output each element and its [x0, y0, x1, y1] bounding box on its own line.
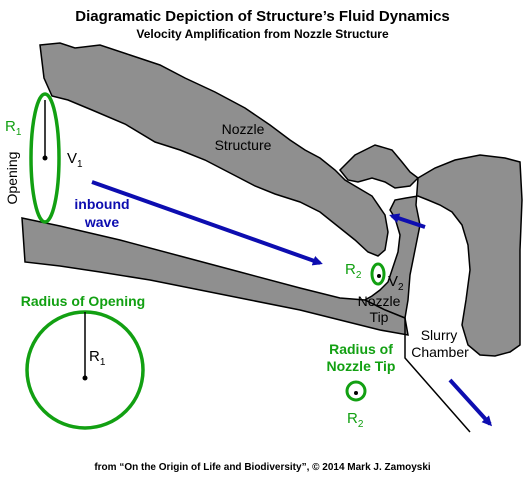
- label-inbound-1: inbound: [74, 196, 129, 212]
- label-v2: V2: [388, 273, 404, 293]
- nozzle-structure-lower: [21, 217, 409, 336]
- cap-flow-arrow: [389, 213, 426, 229]
- label-nozzle-tip-2: Tip: [370, 309, 389, 325]
- label-v1: V1: [67, 150, 83, 170]
- label-slurry-1: Slurry: [421, 327, 458, 343]
- label-r2-sub: 2: [356, 270, 362, 281]
- label-opening: Opening: [4, 152, 20, 205]
- label-radius-tip-1: Radius of: [329, 341, 393, 357]
- label-nozzle-structure-2: Structure: [215, 137, 272, 153]
- label-legend-r1-sub: 1: [100, 357, 106, 368]
- label-legend-r2-sub: 2: [358, 419, 364, 430]
- label-radius-opening: Radius of Opening: [21, 293, 145, 309]
- label-legend-r2: R2: [347, 410, 364, 430]
- label-nozzle-structure-1: Nozzle: [222, 121, 265, 137]
- label-r1: R1: [5, 118, 22, 138]
- legend-tip-center-dot: [354, 391, 358, 395]
- nozzle-tip-ellipse: [370, 262, 386, 286]
- inbound-wave-arrow: [91, 180, 323, 266]
- label-r1-sub: 1: [16, 127, 22, 138]
- diagram-title: Diagramatic Depiction of Structure’s Flu…: [75, 8, 450, 25]
- legend-opening-center-dot: [82, 375, 88, 381]
- label-r2: R2: [345, 261, 362, 281]
- label-v1-sub: 1: [77, 159, 83, 170]
- label-legend-r1-base: R: [89, 348, 100, 365]
- nozzle-structure-upper: [39, 42, 389, 257]
- nozzle-tip-center-dot: [377, 274, 381, 278]
- opening-ellipse: [29, 92, 61, 224]
- label-legend-r2-base: R: [347, 410, 358, 427]
- label-r2-base: R: [345, 261, 356, 278]
- label-slurry-2: Chamber: [411, 344, 469, 360]
- label-nozzle-tip-1: Nozzle: [358, 293, 401, 309]
- outlet-flow-arrow: [448, 378, 493, 427]
- label-v1-base: V: [67, 150, 77, 167]
- credit-line: from “On the Origin of Life and Biodiver…: [94, 462, 431, 473]
- label-r1-base: R: [5, 118, 16, 135]
- label-v2-base: V: [388, 273, 398, 290]
- nozzle-structure-cap: [338, 144, 420, 189]
- label-v2-sub: 2: [398, 282, 404, 293]
- chamber-outlet-wall: [404, 318, 471, 433]
- label-inbound-2: wave: [84, 214, 119, 230]
- label-radius-tip-2: Nozzle Tip: [327, 358, 396, 374]
- legend-tip-circle: [345, 380, 367, 402]
- diagram-subtitle: Velocity Amplification from Nozzle Struc…: [136, 27, 389, 41]
- opening-center-dot: [42, 155, 48, 161]
- label-legend-r1: R1: [89, 348, 106, 368]
